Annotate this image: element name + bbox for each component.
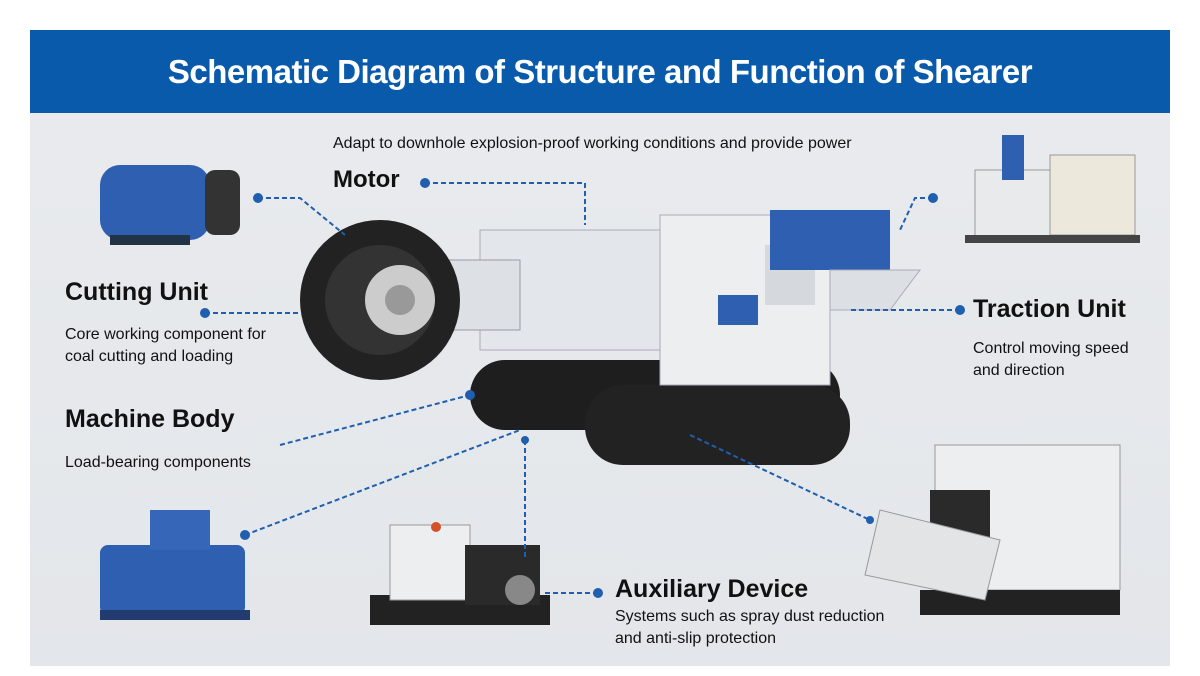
- traction-unit-image: [965, 135, 1140, 243]
- auxiliary-device-description-line-1: Systems such as spray dust reduction: [615, 608, 885, 625]
- auxiliary-device-image: [370, 522, 550, 625]
- diagram-title: Schematic Diagram of Structure and Funct…: [167, 52, 1033, 90]
- shearer-machine: [300, 210, 921, 465]
- traction-unit-description-line-2: and direction: [973, 362, 1065, 379]
- title-banner: Schematic Diagram of Structure and Funct…: [30, 30, 1170, 113]
- machine-body-label: Machine Body: [65, 405, 235, 433]
- cutting-unit-label: Cutting Unit: [65, 278, 209, 306]
- machine-body-motor-image: [100, 510, 250, 620]
- auxiliary-device-description-line-2: and anti-slip protection: [615, 630, 776, 647]
- traction-unit-description-line-1: Control moving speed: [973, 340, 1129, 357]
- traction-unit-label: Traction Unit: [973, 295, 1126, 323]
- cutting-unit-description-line-2: coal cutting and loading: [65, 348, 234, 365]
- leader-dots: [200, 178, 965, 598]
- machine-body-description: Load-bearing components: [65, 454, 251, 471]
- motor-description: Adapt to downhole explosion-proof workin…: [333, 135, 852, 152]
- loader-device-image: [864, 444, 1121, 615]
- cutting-unit-description-line-1: Core working component for: [65, 326, 266, 343]
- motor-label: Motor: [333, 166, 400, 193]
- motor-image: [100, 165, 240, 245]
- leader-lines: [205, 182, 960, 594]
- auxiliary-device-label: Auxiliary Device: [615, 575, 809, 603]
